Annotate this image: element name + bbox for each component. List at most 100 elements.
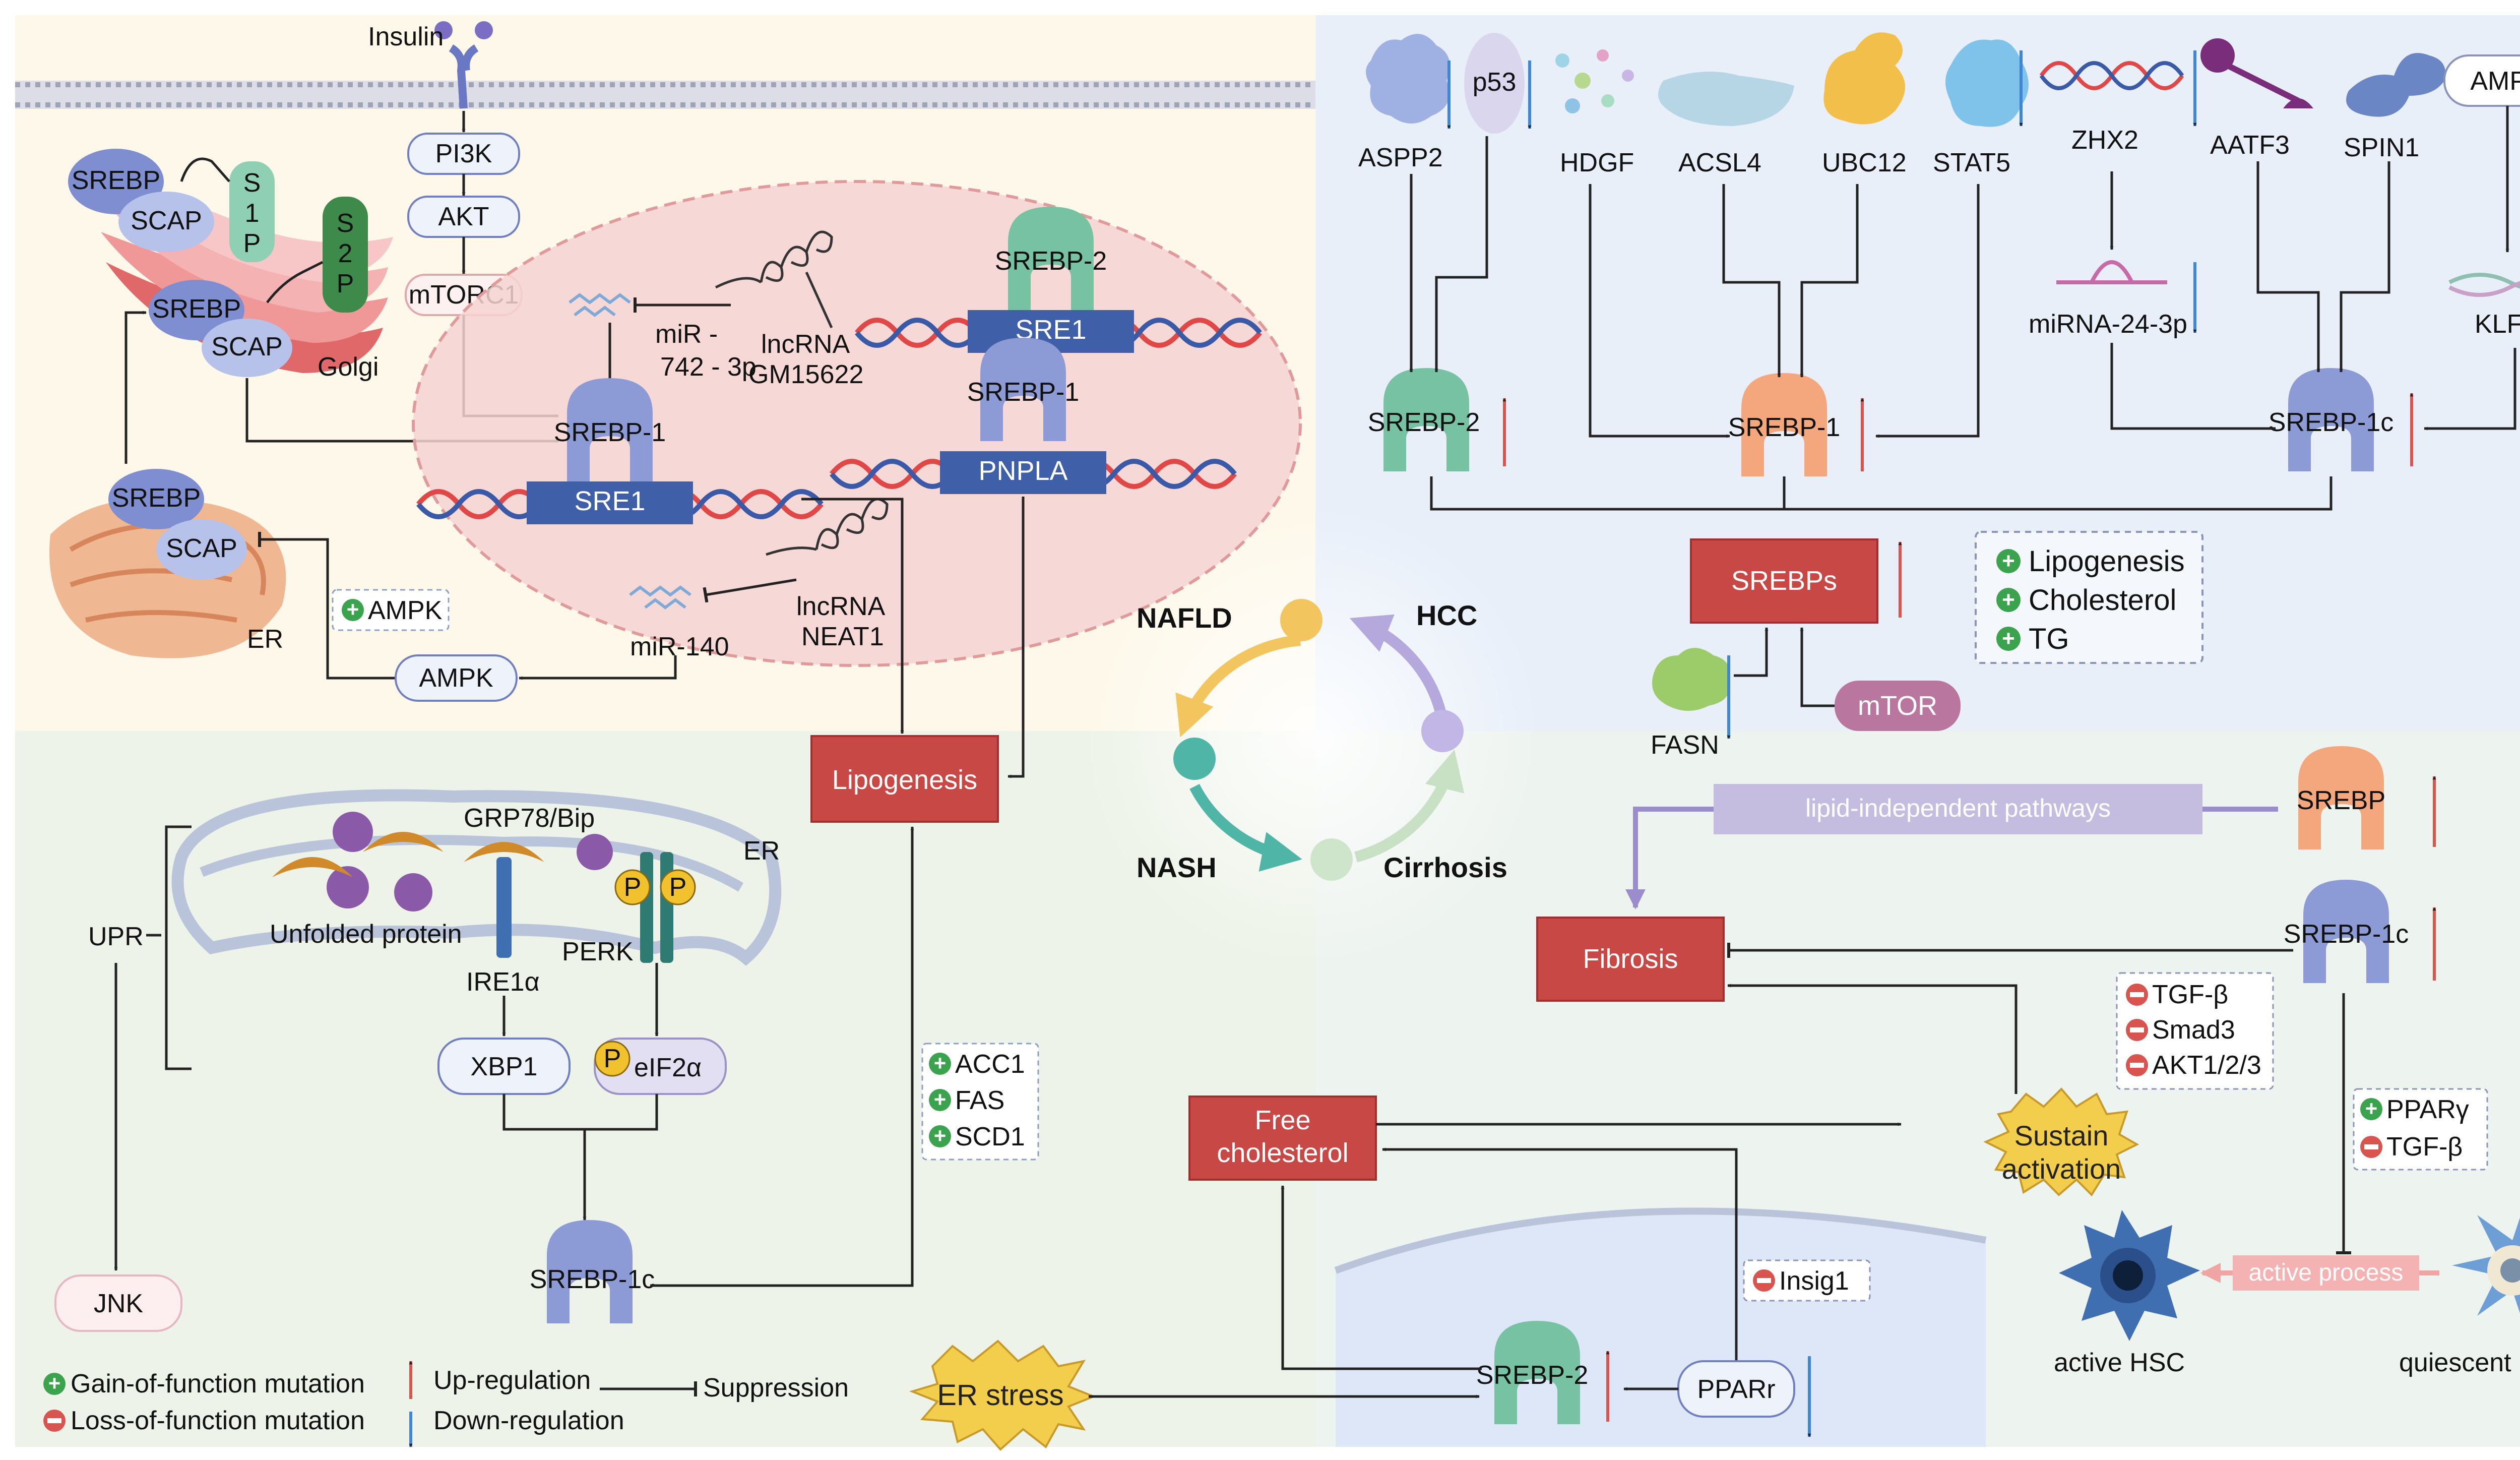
- spin1-label: SPIN1: [2344, 133, 2419, 162]
- mirna24-label: miRNA-24-3p: [2029, 310, 2187, 339]
- srebp1-pnpla-label: SREBP-1: [967, 378, 1080, 407]
- eif2a-phospho-icon: [594, 1041, 631, 1077]
- p53-icon: [1464, 33, 1525, 134]
- acc-item-2: FAS: [955, 1086, 1004, 1115]
- legend-up: Up-regulation: [433, 1366, 591, 1395]
- sre1-box-a: [527, 481, 693, 524]
- acsl4-icon: [1658, 72, 1794, 126]
- cycle-nash: NASH: [1137, 851, 1217, 883]
- aspp2-label: ASPP2: [1358, 143, 1443, 172]
- jnk-node: [54, 1274, 182, 1332]
- er-left-label: ER: [247, 625, 283, 654]
- srebp1c-fibrosis-label: SREBP-1c: [2284, 920, 2409, 949]
- golgi-label: Golgi: [318, 352, 379, 382]
- effect-1: Lipogenesis: [2029, 545, 2185, 578]
- plus-icon: [342, 599, 364, 621]
- pi3k-label: PI3K: [435, 139, 492, 168]
- center-glow: [1079, 504, 1542, 968]
- s1p-letter-1: 1: [245, 199, 260, 228]
- lower-er-icon: [171, 789, 782, 966]
- fasn-label: FASN: [1651, 731, 1719, 760]
- svg-text:+: +: [934, 1124, 947, 1147]
- plus-icon: [1996, 549, 2021, 573]
- upr-section: ER GRP78/Bip Unfolded protein IRE1α P P …: [54, 789, 914, 1332]
- quiescent-hsc-icon: [2452, 1215, 2520, 1316]
- ampk-node: [395, 654, 518, 702]
- active-process-bar: [2233, 1255, 2419, 1291]
- acc-list: + ACC1 + FAS + SCD1: [921, 1043, 1039, 1161]
- s2p-letter-2: 2: [338, 239, 353, 268]
- bottom-right-fibrosis: lipid-independent pathways SREBP Fibrosi…: [909, 746, 2520, 1451]
- legend: + Gain-of-function mutation Loss-of-func…: [43, 1361, 849, 1447]
- mir140-label: miR-140: [630, 632, 729, 661]
- neg-list-badge: [2116, 972, 2274, 1090]
- srebp2-nucleus-label: SREBP-2: [995, 247, 1107, 276]
- golgi-scap2-label: SCAP: [211, 332, 283, 361]
- spin1-icon: [2346, 53, 2445, 117]
- cycle-nafld: NAFLD: [1137, 602, 1232, 634]
- s2p-protease-icon: [323, 197, 368, 313]
- svg-text:+: +: [2002, 549, 2015, 573]
- ampk-node-label: AMPK: [419, 663, 493, 693]
- lipid-independent-label: lipid-independent pathways: [1805, 794, 2111, 822]
- svg-text:+: +: [48, 1371, 61, 1395]
- effects-badge: [1975, 531, 2203, 664]
- insulin-label: Insulin: [368, 22, 444, 51]
- cell-membrane: [15, 81, 1315, 109]
- acc-item-3: SCD1: [955, 1122, 1025, 1151]
- neg-item-2: Smad3: [2152, 1015, 2235, 1045]
- disease-cycle: NAFLD HCC NASH Cirrhosis: [1137, 599, 1507, 883]
- perk-icon: [640, 852, 653, 963]
- lipogenesis-label: Lipogenesis: [832, 765, 977, 795]
- ubc12-icon: [1823, 32, 1905, 125]
- s2p-letter-s: S: [337, 209, 354, 238]
- cycle-cirrhosis: Cirrhosis: [1383, 851, 1507, 883]
- xbp1-label: XBP1: [471, 1052, 538, 1081]
- cycle-arrow-cirrhosis-hcc: [1354, 749, 1465, 863]
- mir140-icon: [629, 585, 691, 610]
- insulin-molecule-icon: [475, 21, 493, 39]
- perk-label: PERK: [562, 937, 634, 966]
- mirna-icon: [569, 293, 631, 317]
- srebp1-right-label: SREBP-1: [1728, 413, 1841, 442]
- backgrounds: [15, 15, 2520, 1447]
- akt-label: AKT: [438, 202, 489, 231]
- s1p-letter-s: S: [243, 168, 261, 198]
- svg-text:+: +: [2365, 1097, 2378, 1120]
- golgi-srebp-upper: SREBP SCAP S 1 P: [68, 149, 275, 262]
- srebp2-bottom-label: SREBP-2: [1476, 1361, 1589, 1390]
- mtor-label: mTOR: [1858, 691, 1937, 721]
- s1p-protease-icon: [229, 161, 275, 262]
- pnpla-box: [940, 451, 1106, 494]
- sre1-label-a: SRE1: [574, 486, 645, 516]
- unfolded-protein-icon: [327, 812, 613, 911]
- fibrosis-label: Fibrosis: [1583, 944, 1678, 974]
- lncrna-icon: [715, 230, 833, 289]
- insulin-receptor: Insulin: [368, 21, 493, 109]
- aspp2-icon: [1366, 34, 1450, 124]
- acc-badge: [921, 1043, 1039, 1161]
- lipid-independent-bar: [1714, 784, 2202, 834]
- neg-item-1: TGF-β: [2152, 980, 2228, 1009]
- nucleus: miR - 742 - 3p lncRNA GM15622 SREBP-1 SR…: [412, 180, 1302, 778]
- ire1a-label: IRE1α: [466, 967, 540, 997]
- legend-gain: Gain-of-function mutation: [71, 1369, 365, 1398]
- lipogenesis-node: Lipogenesis: [810, 735, 999, 823]
- p53-label: p53: [1473, 68, 1517, 97]
- active-hsc-label: active HSC: [2054, 1348, 2185, 1377]
- perk-p2: P: [669, 873, 687, 902]
- legend-suppression: Suppression: [703, 1373, 849, 1403]
- plus-icon: [2360, 1098, 2382, 1120]
- ubc12-label: UBC12: [1822, 148, 1907, 177]
- insig1-badge: [1743, 1259, 1871, 1302]
- tgfb-label: TGF-β: [2386, 1132, 2463, 1162]
- grp78-icon: [272, 832, 544, 877]
- stat5-label: STAT5: [1933, 148, 2010, 177]
- nash-node: [1173, 738, 1216, 780]
- legend-down: Down-regulation: [433, 1406, 624, 1435]
- plus-icon: [929, 1053, 951, 1075]
- s2p-letter-p: P: [337, 269, 354, 298]
- klf10-icon: [2448, 273, 2520, 289]
- lncrna-neat1-icon: [766, 498, 889, 556]
